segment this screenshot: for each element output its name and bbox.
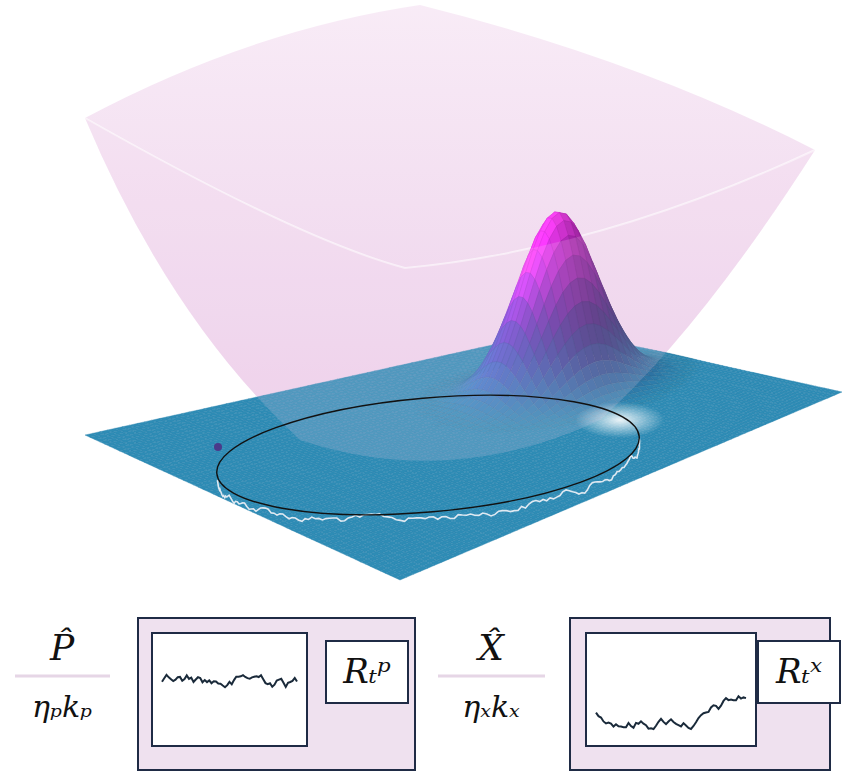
illustration xyxy=(0,0,852,784)
